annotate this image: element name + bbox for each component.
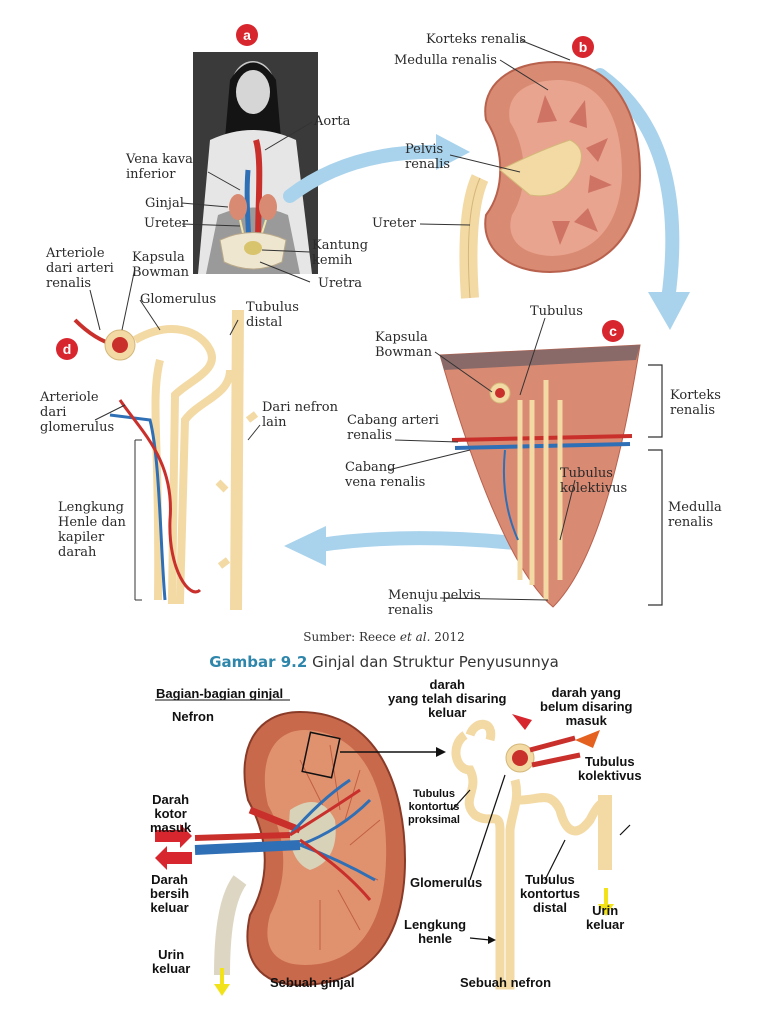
label-ginjal: Ginjal — [145, 196, 184, 211]
label-medulla-renalis: Medulla renalis — [394, 53, 497, 68]
label-darah-belum: darah yang belum disaring masuk — [540, 685, 633, 728]
bottom-diagram — [140, 670, 660, 1000]
label-urin-keluar-left: Urin keluar — [152, 947, 191, 976]
label-tubulus-kontortus-proksimal: Tubulus kontortus proksimal — [408, 788, 460, 826]
label-korteks-c: Korteks renalis — [670, 388, 721, 418]
label-tubulus: Tubulus — [530, 304, 583, 319]
label-kapsula-d: Kapsula Bowman — [132, 250, 189, 280]
label-urin-keluar-right: Urin keluar — [586, 903, 625, 932]
label-kantung-kemih: Kantung kemih — [312, 238, 369, 268]
badge-b: b — [572, 36, 594, 58]
label-cabang-vena: Cabang vena renalis — [345, 460, 426, 490]
label-lengkung-henle-d: Lengkung Henle dan kapiler darah — [58, 500, 126, 560]
label-glomerulus-b: Glomerulus — [410, 875, 483, 890]
label-sebuah-nefron: Sebuah nefron — [460, 975, 552, 990]
label-darah-kotor: Darah kotor masuk — [150, 792, 192, 835]
label-bagian-ginjal: Bagian-bagian ginjal — [156, 686, 284, 701]
badge-a: a — [236, 24, 258, 46]
label-arteriole-dari-glom: Arteriole dari glomerulus — [40, 390, 115, 435]
label-darah-disaring: darah yang telah disaring keluar — [388, 677, 507, 720]
label-ureter-b: Ureter — [372, 216, 416, 231]
source-line: Sumber: Reece et al. 2012 — [303, 630, 465, 644]
panel-d-nephron — [73, 309, 466, 611]
panel-a-figure — [193, 52, 318, 274]
label-tubulus-kontortus-distal: Tubulus kontortus distal — [520, 872, 580, 915]
label-tubulus-kolektivus-b: Tubulus kolektivus — [578, 754, 642, 783]
label-korteks-renalis: Korteks renalis — [426, 32, 527, 47]
label-ureter-a: Ureter — [144, 216, 188, 231]
label-medulla-c: Medulla renalis — [668, 500, 722, 530]
label-uretra: Uretra — [318, 276, 363, 291]
badge-c: c — [602, 320, 624, 342]
badge-d: d — [56, 338, 78, 360]
label-aorta: Aorta — [314, 114, 351, 129]
label-arteriole-dari-arteri: Arteriole dari arteri renalis — [46, 246, 114, 291]
label-tubulus-distal: Tubulus distal — [246, 300, 299, 330]
label-dari-nefron-lain: Dari nefron lain — [262, 400, 338, 430]
figure-caption: Gambar 9.2 Ginjal dan Struktur Penyusunn… — [209, 653, 559, 671]
panel-b-kidney — [459, 60, 642, 299]
label-kapsula-c: Kapsula Bowman — [375, 330, 432, 360]
label-glomerulus-d: Glomerulus — [140, 292, 217, 307]
label-tubulus-kolektivus-c: Tubulus kolektivus — [560, 466, 628, 496]
label-sebuah-ginjal: Sebuah ginjal — [270, 975, 355, 990]
label-pelvis-renalis: Pelvis renalis — [405, 142, 451, 172]
label-menuju-pelvis: Menuju pelvis renalis — [388, 588, 481, 618]
label-nefron: Nefron — [172, 709, 214, 724]
label-lengkung-henle-b: Lengkung henle — [404, 917, 467, 946]
label-vena-kava: Vena kava inferior — [126, 152, 193, 182]
panel-c-wedge — [439, 344, 641, 608]
label-darah-bersih: Darah bersih keluar — [150, 872, 190, 915]
label-cabang-arteri: Cabang arteri renalis — [347, 413, 439, 443]
